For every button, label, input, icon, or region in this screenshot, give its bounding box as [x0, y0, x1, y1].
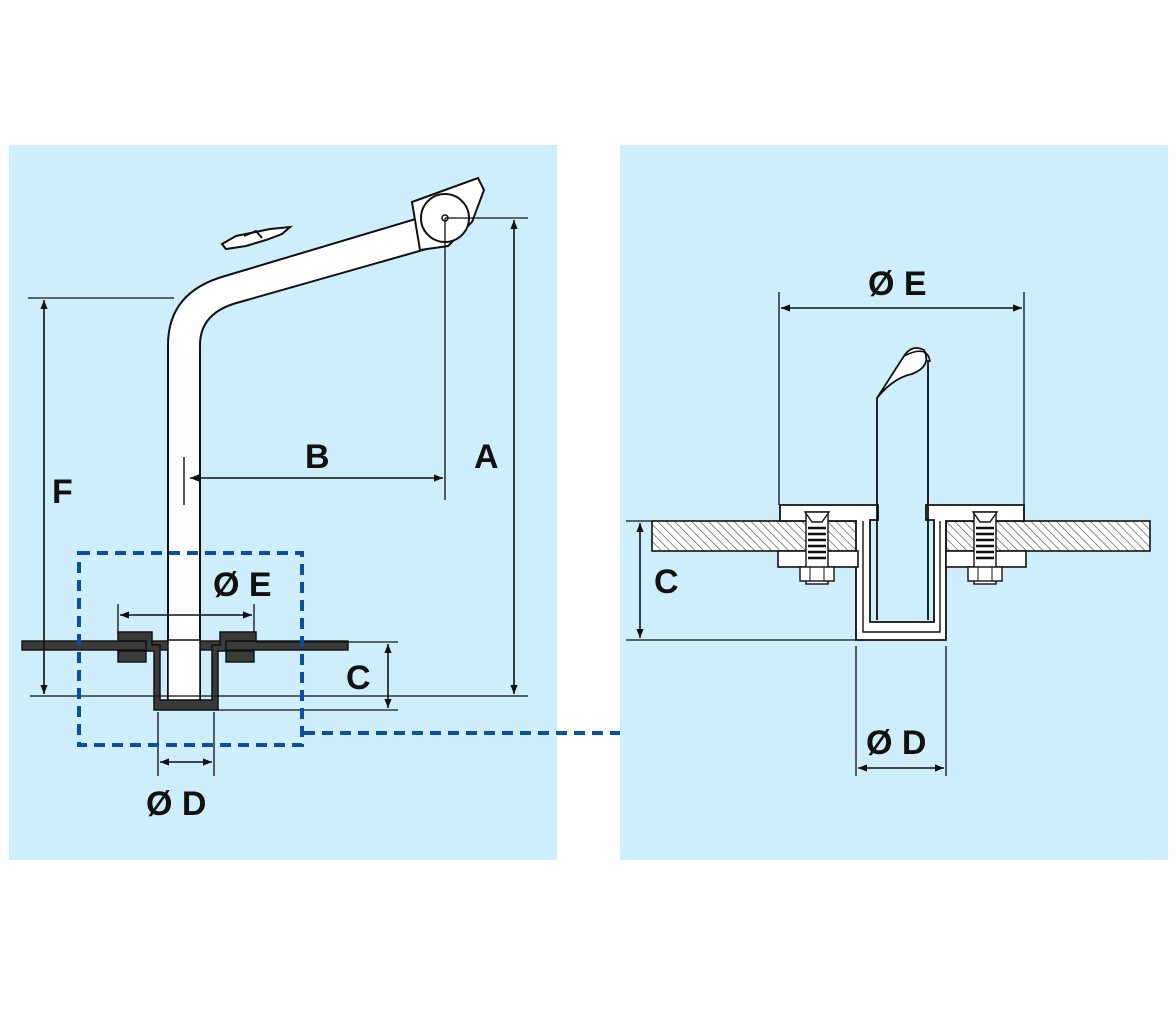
socket-cup — [779, 504, 1025, 641]
label-b: B — [305, 438, 330, 476]
left-dimension-lines — [40, 220, 518, 766]
right-dimension-lines — [636, 304, 1022, 772]
right-panel: Ø E C Ø D — [620, 145, 1168, 860]
right-extension-lines — [626, 292, 1025, 776]
label-diameter-e-detail: Ø E — [868, 265, 927, 303]
left-deck-section — [21, 631, 349, 711]
left-extension-lines — [28, 217, 528, 776]
left-bolt — [777, 511, 859, 585]
label-c: C — [346, 659, 371, 697]
left-panel-background — [9, 145, 557, 860]
label-diameter-d-detail: Ø D — [866, 724, 926, 762]
label-c-detail: C — [654, 563, 679, 601]
label-diameter-d: Ø D — [146, 785, 206, 823]
label-a: A — [474, 438, 499, 476]
left-panel: A B F C Ø E Ø D — [9, 145, 557, 860]
detail-callout-frame — [77, 551, 304, 747]
right-bolt — [945, 511, 1027, 585]
label-f: F — [52, 473, 73, 511]
label-diameter-e: Ø E — [213, 566, 272, 604]
right-tube — [876, 347, 929, 620]
right-panel-background — [620, 145, 1168, 860]
